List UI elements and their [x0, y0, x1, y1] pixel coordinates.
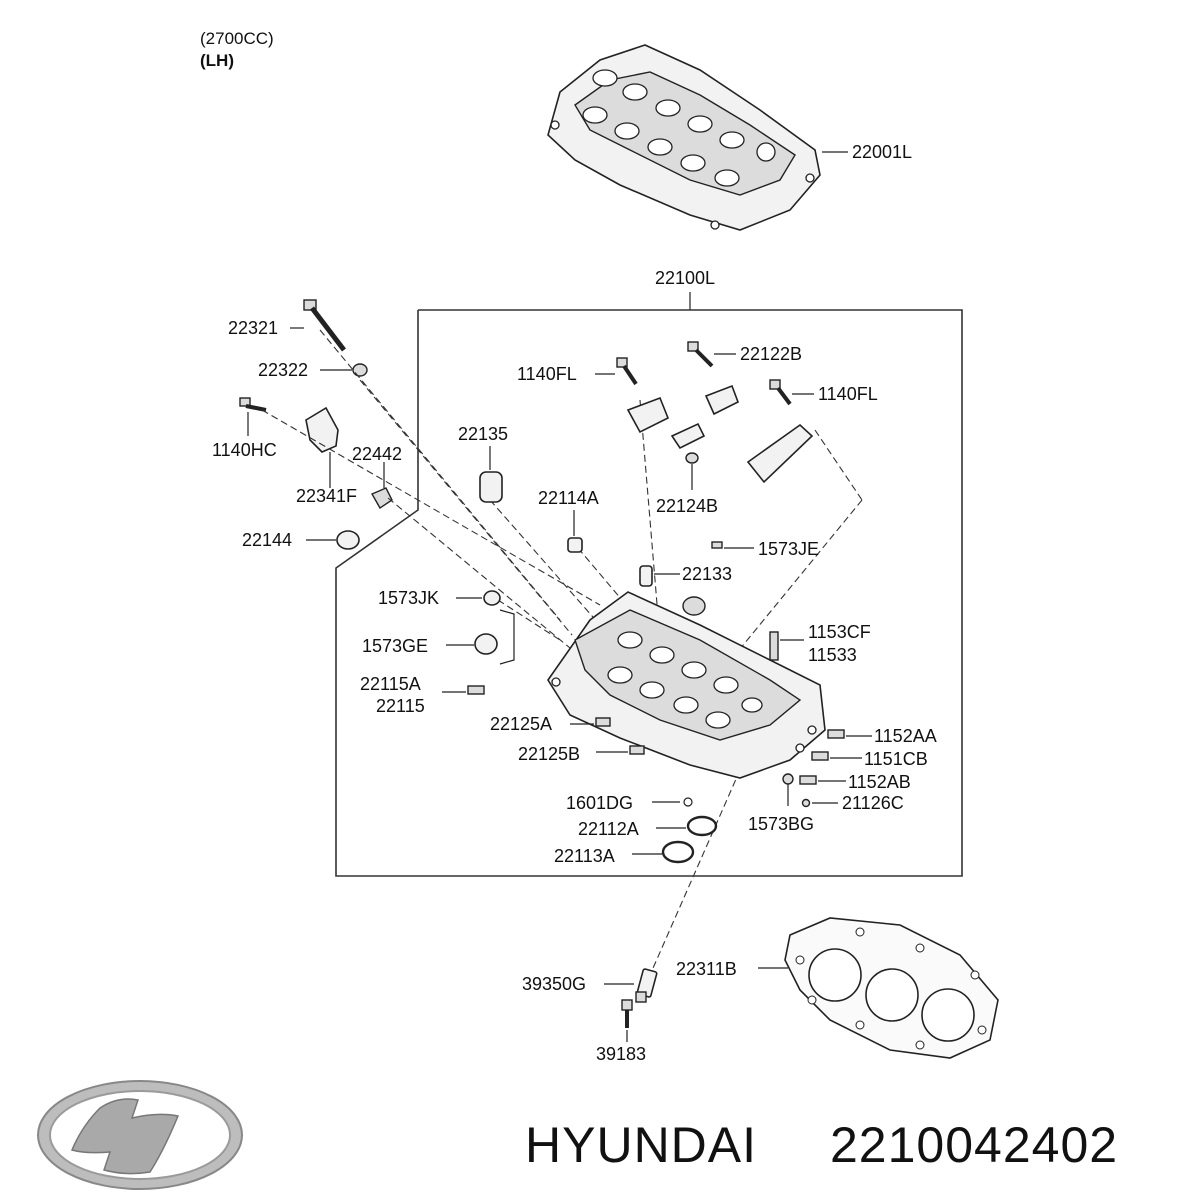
- engine-side: (LH): [200, 51, 234, 70]
- sensor-39350G: [635, 968, 658, 1003]
- ref-line-7: [639, 399, 661, 641]
- label-39183: 39183: [596, 1044, 646, 1064]
- label-1573JK: 1573JK: [378, 588, 439, 608]
- part-number: 2210042402: [830, 1117, 1118, 1173]
- label-39350G: 39350G: [522, 974, 586, 994]
- ref-line-3: [261, 409, 601, 606]
- plug-1573JK: [483, 590, 501, 606]
- label-1140FL-right: 1140FL: [818, 384, 878, 404]
- label-1152AA: 1152AA: [874, 726, 937, 746]
- plug-1573JE: [711, 541, 723, 549]
- cam-cap-small: [670, 422, 706, 450]
- oring-22112A: [686, 815, 718, 837]
- label-22112A: 22112A: [578, 819, 639, 839]
- bolt-1140FL-left: [616, 357, 638, 386]
- ref-line-5: [489, 499, 601, 626]
- ref-line-9: [734, 499, 863, 656]
- bolt-39183: [621, 999, 633, 1028]
- stud-1153CF: [769, 631, 779, 661]
- label-22122B: 22122B: [740, 344, 802, 364]
- plug-1573GE: [474, 633, 498, 655]
- brand-name: HYUNDAI: [525, 1117, 757, 1173]
- bolt-1140FL-right: [769, 379, 792, 406]
- label-22442: 22442: [352, 444, 402, 464]
- cam-cap-mid: [704, 384, 740, 416]
- ref-line-1: [319, 329, 561, 621]
- ref-line-6: [577, 547, 623, 601]
- plug-1573BG: [782, 773, 794, 785]
- bolt-1140HC: [239, 397, 267, 412]
- plug-center: [682, 596, 706, 616]
- label-22125B: 22125B: [518, 744, 580, 764]
- label-22341F: 22341F: [296, 486, 357, 506]
- seal-22144: [336, 530, 360, 550]
- label-22322: 22322: [258, 360, 308, 380]
- label-22135: 22135: [458, 424, 508, 444]
- label-22114A: 22114A: [538, 488, 599, 508]
- label-22115: 22115: [376, 696, 425, 716]
- label-1573BG: 1573BG: [748, 814, 814, 834]
- kit-frame: [335, 309, 963, 877]
- label-1153CF: 1153CF: [808, 622, 871, 642]
- head-gasket-22311B: [784, 917, 999, 1059]
- label-1140FL-left: 1140FL: [517, 364, 577, 384]
- label-1601DG: 1601DG: [566, 793, 633, 813]
- engine-spec: (2700CC): [200, 29, 274, 48]
- label-22311B: 22311B: [676, 959, 737, 979]
- label-22124B: 22124B: [656, 496, 718, 516]
- label-1573JE: 1573JE: [758, 539, 819, 559]
- ref-line-11: [649, 769, 741, 976]
- ref-line-2: [359, 379, 573, 636]
- cam-cap-front: [746, 423, 814, 484]
- cylinder-head: [547, 591, 826, 779]
- ref-line-8: [814, 429, 863, 501]
- ref-line-10: [497, 599, 561, 641]
- label-21126C: 21126C: [842, 793, 904, 813]
- bracket-22341F: [305, 406, 339, 453]
- stud-1152AB: [799, 775, 817, 785]
- stud-1151CB: [811, 751, 829, 761]
- stud-22115A: [467, 685, 485, 695]
- bolt-22321: [303, 299, 346, 352]
- hyundai-logo: [37, 1080, 243, 1190]
- stud-1152AA: [827, 729, 845, 739]
- label-22321: 22321: [228, 318, 278, 338]
- label-22113A: 22113A: [554, 846, 615, 866]
- bolt-22125B: [629, 745, 645, 755]
- dowel-22114A: [567, 537, 583, 553]
- label-1573GE: 1573GE: [362, 636, 428, 656]
- washer-22322: [352, 363, 368, 377]
- ball-21126C: [801, 798, 811, 808]
- bolt-22122B: [687, 341, 714, 368]
- guide-22133: [639, 565, 653, 587]
- label-22144: 22144: [242, 530, 292, 550]
- ref-line-4: [387, 497, 571, 649]
- cylinder-head-assembly: [547, 44, 821, 231]
- dowel-22124B: [685, 452, 699, 464]
- plug-22442: [371, 487, 393, 509]
- ball-1601DG: [683, 797, 693, 807]
- label-22125A: 22125A: [490, 714, 552, 734]
- label-22001L: 22001L: [852, 142, 912, 162]
- label-1151CB: 1151CB: [864, 749, 928, 769]
- tappet-22135: [479, 471, 503, 503]
- label-1140HC: 1140HC: [212, 440, 277, 460]
- label-22115A: 22115A: [360, 674, 421, 694]
- label-1152AB: 1152AB: [848, 772, 911, 792]
- bracket-plugs: [499, 609, 515, 665]
- label-11533: 11533: [808, 645, 857, 665]
- label-22100L: 22100L: [655, 268, 715, 288]
- oring-22113A: [661, 840, 695, 864]
- label-22133: 22133: [682, 564, 732, 584]
- bolt-22125A: [595, 717, 611, 727]
- cam-cap-left: [626, 396, 670, 434]
